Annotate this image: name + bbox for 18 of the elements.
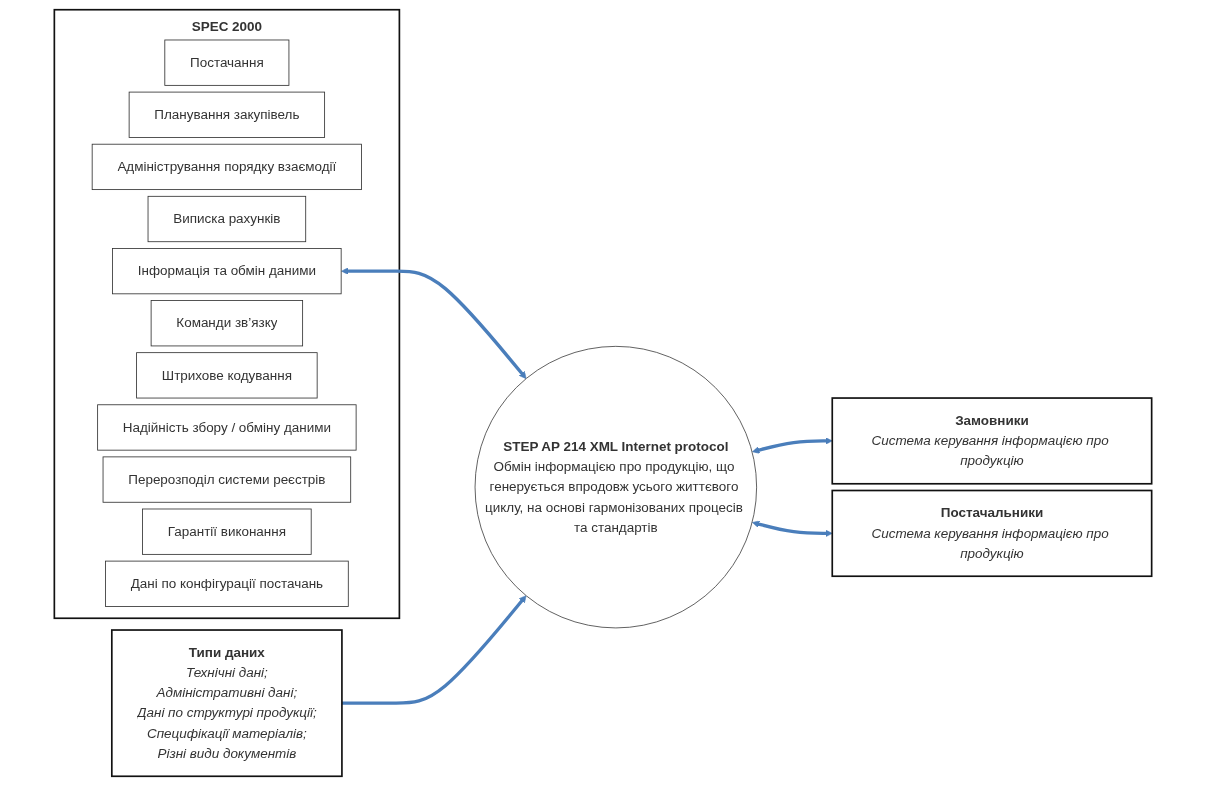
- node-box: Постачання: [164, 39, 290, 86]
- arrow: [341, 594, 527, 705]
- node-box: Постачальники Система керування інформацією про продукцію: [831, 489, 1153, 577]
- arrow: [341, 266, 527, 379]
- node-circle: STEP AP 214 XML Internet protocol Обмін інформацією про продукцію, що генерується впродовж усього життєвого циклу, на основі гармонізованих процесів та стандартів: [474, 345, 758, 628]
- node-box: Адміністрування порядку взаємодії: [91, 143, 362, 190]
- node-box: Замовники Система керування інформацією про продукцію: [831, 396, 1153, 485]
- node-box: Штрихове кодування: [136, 351, 318, 398]
- node-box: Дані по конфігурації постачань: [105, 560, 349, 607]
- node-box: Надійність збору / обміну даними: [97, 403, 357, 451]
- node-box: Виписка рахунків: [147, 195, 307, 242]
- node-box: Перерозподіл системи реєстрів: [102, 455, 352, 503]
- node-box: Планування закупівель: [128, 91, 326, 138]
- arrow: [752, 436, 833, 454]
- node-box: Гарантії виконання: [142, 508, 312, 555]
- node-box: Команди зв’язку: [150, 299, 304, 346]
- arrow: [752, 520, 833, 537]
- node-box: Інформація та обмін даними: [112, 247, 342, 294]
